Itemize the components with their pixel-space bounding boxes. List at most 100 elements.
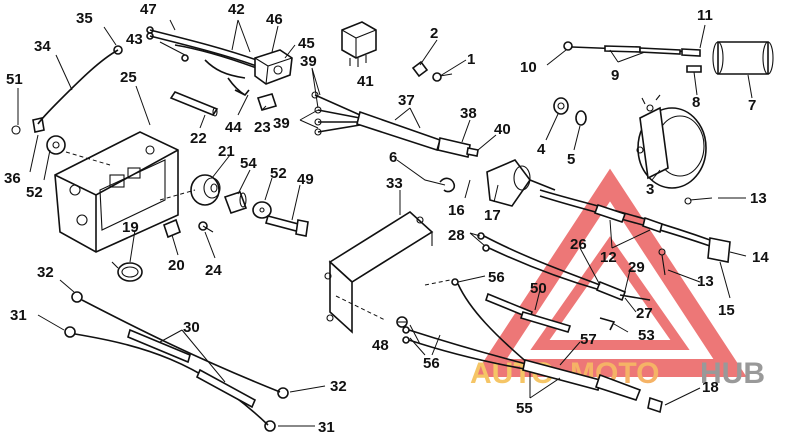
callout-19: 19 (122, 219, 139, 236)
part-sender-leads (402, 278, 663, 414)
watermark-triangle-inner (530, 236, 690, 350)
callout-47: 47 (140, 1, 157, 18)
callout-9: 9 (611, 67, 619, 84)
part-battery-cables (64, 291, 289, 432)
part-bulb (575, 110, 587, 126)
callout-20: 20 (168, 257, 185, 274)
callout-50: 50 (530, 280, 547, 297)
callout-16: 16 (448, 202, 465, 219)
callout-13-bottom: 13 (697, 273, 714, 290)
callout-52-right: 52 (270, 165, 287, 182)
part-bulb-socket (553, 97, 569, 115)
callout-31-left: 31 (10, 307, 27, 324)
callout-3: 3 (646, 181, 654, 198)
part-small-clip (411, 60, 429, 78)
callout-38: 38 (460, 105, 477, 122)
callout-32-right: 32 (330, 378, 347, 395)
callout-46: 46 (266, 11, 283, 28)
part-connector-boot (256, 93, 278, 111)
callout-43: 43 (126, 31, 143, 48)
callout-10: 10 (520, 59, 537, 76)
callout-18: 18 (702, 379, 719, 396)
callout-23: 23 (254, 119, 271, 136)
callout-54: 54 (240, 155, 257, 172)
callout-30: 30 (183, 319, 200, 336)
callout-26: 26 (570, 236, 587, 253)
part-sleeve (223, 190, 248, 215)
callout-29: 29 (628, 259, 645, 276)
callout-57: 57 (580, 331, 597, 348)
part-screw (198, 221, 214, 233)
callout-39-bottom: 39 (273, 115, 290, 132)
callout-33: 33 (386, 175, 403, 192)
part-gauge (636, 94, 707, 189)
part-harness-right (539, 189, 731, 276)
leader-lines (17, 19, 753, 427)
part-grommet (190, 174, 221, 206)
part-mount-screw (396, 316, 408, 328)
part-lead-wire (563, 41, 701, 57)
part-rod (169, 91, 219, 117)
callout-44: 44 (225, 119, 242, 136)
callout-31-right: 31 (318, 419, 335, 433)
callout-22: 22 (190, 130, 207, 147)
watermark-hub: HUB (700, 357, 765, 390)
part-small-screw (432, 72, 453, 82)
part-harness-lower (477, 232, 651, 302)
callout-45: 45 (298, 35, 315, 52)
part-spacer-rod (485, 292, 572, 333)
callout-11: 11 (697, 7, 713, 24)
watermark-triangle (473, 168, 747, 377)
callout-17: 17 (484, 207, 501, 224)
callout-35: 35 (76, 10, 93, 27)
part-bolt (265, 215, 309, 237)
callout-6: 6 (389, 149, 397, 166)
callout-21: 21 (218, 143, 235, 160)
callout-37: 37 (398, 92, 415, 109)
callout-15: 15 (718, 302, 735, 319)
part-cable-bundle (311, 91, 479, 158)
part-spring-clip (439, 177, 456, 193)
callout-1: 1 (467, 51, 475, 68)
callout-5: 5 (567, 151, 575, 168)
part-plug-connector (712, 41, 774, 75)
part-small-bracket (599, 317, 616, 331)
part-ground-strap (11, 45, 123, 155)
callout-13-top: 13 (750, 190, 767, 207)
callout-53: 53 (638, 327, 655, 344)
callout-40: 40 (494, 121, 511, 138)
part-bracket-plate (324, 211, 434, 334)
callout-41: 41 (357, 73, 374, 90)
callout-25: 25 (120, 69, 137, 86)
part-clamp (111, 261, 143, 282)
part-key-switch (486, 159, 556, 207)
callout-36: 36 (4, 170, 21, 187)
assembly-guides (65, 151, 451, 321)
part-washer (252, 201, 272, 219)
callout-51: 51 (6, 71, 23, 88)
callout-56-bottom: 56 (423, 355, 440, 372)
callout-labels: 35 34 51 25 36 52 47 42 46 43 45 44 23 2… (4, 1, 769, 433)
callout-32-left: 32 (37, 264, 54, 281)
callout-24: 24 (205, 262, 222, 279)
callout-2: 2 (430, 25, 438, 42)
callout-42: 42 (228, 1, 245, 18)
part-control-box (54, 131, 179, 253)
part-relay (341, 21, 377, 67)
callout-55: 55 (516, 400, 533, 417)
part-clip (163, 218, 181, 239)
callout-4: 4 (537, 141, 546, 158)
callout-48: 48 (372, 337, 389, 354)
callout-12: 12 (600, 249, 617, 266)
callout-27: 27 (636, 305, 653, 322)
callout-39-top: 39 (300, 53, 317, 70)
part-harness-connector (254, 49, 293, 85)
callout-52-left: 52 (26, 184, 43, 201)
callout-7: 7 (748, 97, 756, 114)
callout-14: 14 (752, 249, 769, 266)
callout-8: 8 (692, 94, 700, 111)
callout-56-top: 56 (488, 269, 505, 286)
callout-28: 28 (448, 227, 465, 244)
